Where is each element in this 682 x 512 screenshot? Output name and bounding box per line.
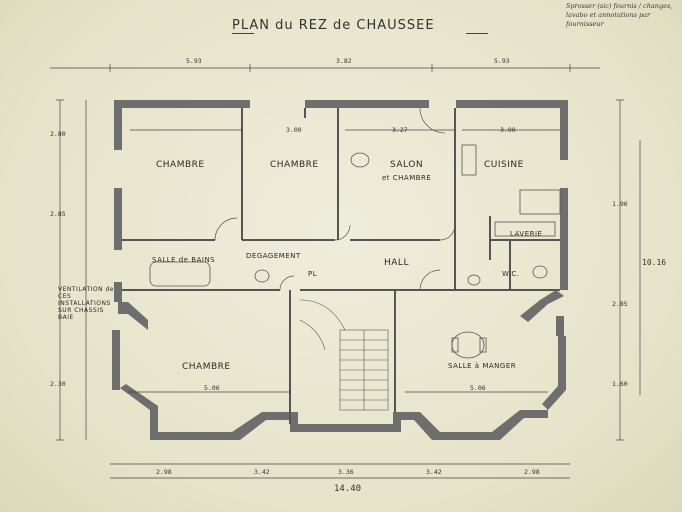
dim-room-3: 3.00 [500,126,516,134]
dim-bottom-1: 2.98 [156,468,172,476]
dim-top-mid: 3.82 [336,57,352,65]
dim-bottom-2: 3.42 [254,468,270,476]
dim-bottom-3: 3.36 [338,468,354,476]
plan-title: PLAN du REZ de CHAUSSEE [232,18,435,33]
dim-left-3: 2.30 [50,380,66,388]
dim-top-left: 5.93 [186,57,202,65]
room-label-salon-sub: et CHAMBRE [382,174,432,182]
ventilation-note: VENTILATION de CES INSTALLATIONS SUR CHA… [58,286,114,321]
staircase [299,299,389,411]
dim-right-2: 2.85 [612,300,628,308]
door-swings [214,107,456,291]
dim-sam-width: 5.06 [470,384,486,392]
handwritten-note: Sprosser (sic) fournis / changes, lavabo… [566,2,673,28]
dimension-ticks [56,64,624,441]
room-label-degagement: DEGAGEMENT [246,252,301,260]
room-label-wc: W.C. [502,270,520,278]
dim-bottom-5: 2.98 [524,468,540,476]
dim-left-2: 2.85 [50,210,66,218]
dim-bottom-4: 3.42 [426,468,442,476]
room-label-salon: SALON [390,160,424,170]
room-label-salle-bains: SALLE de BAINS [152,256,216,264]
room-label-salle-a-manger: SALLE à MANGER [448,362,517,370]
dim-right-1: 1.96 [612,200,628,208]
dim-right-3: 1.60 [612,380,628,388]
dim-total-width: 14.40 [334,484,362,494]
dim-room-2: 3.27 [392,126,408,134]
room-label-chambre-2: CHAMBRE [270,160,319,170]
room-label-chambre-3: CHAMBRE [182,362,231,372]
room-label-pl: PL [308,270,318,278]
title-underline-right [466,33,488,34]
room-label-chambre-1: CHAMBRE [156,160,205,170]
title-underline-left [232,33,254,34]
room-label-laverie: LAVERIE [510,230,543,238]
interior-walls [122,108,560,424]
room-label-hall: HALL [384,258,409,268]
dim-room-1: 3.00 [286,126,302,134]
dimension-lines [50,67,641,479]
room-label-cuisine: CUISINE [484,160,524,170]
dim-left-1: 2.80 [50,130,66,138]
dim-top-right: 5.93 [494,57,510,65]
outer-walls [112,100,568,440]
dim-right-height: 10.16 [642,258,667,267]
fixtures [149,144,561,359]
dim-chambre-width: 5.06 [204,384,220,392]
